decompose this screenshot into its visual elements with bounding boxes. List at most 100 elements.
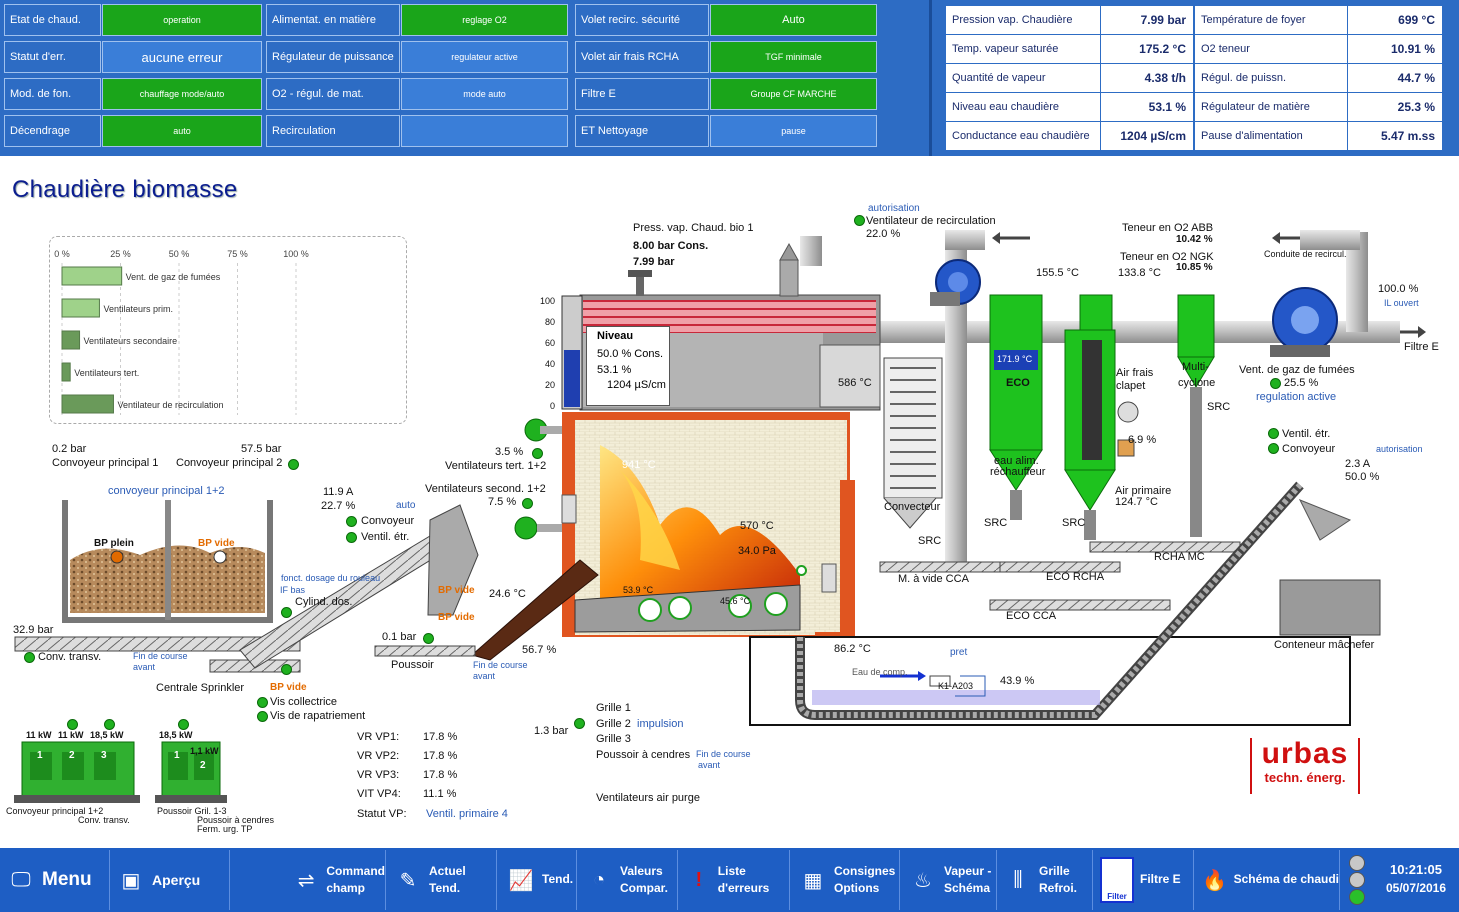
fan-chart-bar-label: Vent. de gaz de fumées [126, 272, 221, 282]
conduite-label: Conduite de recircul. [1264, 249, 1347, 259]
actual-trend-icon: ✎ [399, 869, 417, 892]
air-primaire-label: Air primaire [1115, 485, 1172, 497]
vt-pct: 3.5 % [495, 446, 524, 458]
level-scale-0: 0 [550, 401, 556, 411]
erreurs-label: Liste d'erreurs [717, 863, 770, 895]
schema-label: Schéma de chaudi [1233, 872, 1339, 887]
fan-chart-bar [61, 266, 123, 286]
conv-transv-label: Conv. transv. [38, 651, 102, 663]
eco-column [989, 294, 1043, 451]
filtre-e-button[interactable]: Filter Filtre E [1094, 850, 1194, 910]
menu-button[interactable]: 🖵 Menu [0, 850, 110, 910]
status-value-erreur[interactable]: aucune erreur [102, 41, 262, 73]
status-label-decendrage: Décendrage [4, 115, 101, 147]
kw-11-a: 11 kW [26, 730, 52, 740]
status-dot [257, 697, 268, 708]
measurement-value: 699 °C [1348, 6, 1442, 34]
status-value-regulateur[interactable]: regulateur active [401, 41, 568, 73]
motor-number: 2 [69, 750, 75, 761]
status-dot [532, 448, 543, 459]
status-dot [1268, 443, 1279, 454]
status-dot [522, 498, 533, 509]
status-value-volet-air[interactable]: TGF minimale [710, 41, 877, 73]
status-value-volet-recirc[interactable]: Auto [710, 4, 877, 36]
status-value-filtre[interactable]: Groupe CF MARCHE [710, 78, 877, 110]
pct-439: 43.9 % [1000, 675, 1035, 687]
urbas-logo: urbas techn. énerg. [1250, 738, 1360, 794]
src-eco: SRC [984, 517, 1008, 529]
status-dot [178, 719, 189, 730]
motor-legend-2c: Ferm. urg. TP [197, 824, 253, 834]
schema-chaudiere-button[interactable]: 🔥 Schéma de chaudi [1196, 850, 1340, 910]
status-value-o2[interactable]: mode auto [401, 78, 568, 110]
clapet-label: clapet [1116, 380, 1146, 392]
if-bas: IF bas [280, 585, 306, 595]
cyclone-label: cyclone [1178, 377, 1216, 389]
rcha-mc-label: RCHA MC [1154, 551, 1205, 563]
vent-gaz-value: 25.5 % [1284, 377, 1319, 389]
steam-icon: ♨ [914, 869, 932, 892]
air-frais-label: Air frais [1116, 367, 1154, 379]
measurement-table: Pression vap. Chaudière 7.99 bar Tempéra… [944, 4, 1444, 151]
niveau-box: Niveau 50.0 % Cons. 53.1 % 1204 µS/cm [586, 326, 670, 406]
fan-chart-bar-label: Ventilateur de recirculation [117, 400, 223, 410]
convecteur-label: Convecteur [884, 501, 941, 513]
temp-1338: 133.8 °C [1118, 267, 1161, 279]
apercu-button[interactable]: ▣ Aperçu [110, 850, 230, 910]
status-label-volet-recirc: Volet recirc. sécurité [575, 4, 709, 36]
multicyclone [1177, 294, 1215, 358]
logo-name: urbas [1261, 737, 1349, 770]
vapeur-label-1: Vapeur - [944, 863, 992, 878]
o2-ngk-label: Teneur en O2 NGK [1120, 251, 1214, 263]
vr-vp2-value: 17.8 % [423, 750, 458, 762]
poussoir-label: Poussoir [391, 659, 434, 671]
status-dot [1270, 378, 1281, 389]
grille-3-label: Grille 3 [596, 733, 631, 745]
bar-575: 57.5 bar [241, 443, 282, 455]
status-dot [574, 718, 585, 729]
recirc-fan-label: Ventilateur de recirculation [866, 215, 996, 227]
eco-cca-label: ECO CCA [1006, 610, 1057, 622]
status-value-recirculation[interactable] [401, 115, 568, 147]
level-scale-100: 100 [540, 296, 556, 306]
fan-chart-tick-label: 75 % [227, 249, 248, 259]
air-primaire-value: 124.7 °C [1115, 496, 1158, 508]
traffic-light-icon [1346, 854, 1368, 908]
current-23: 2.3 A [1345, 458, 1371, 470]
kw-185-b: 18,5 kW [159, 730, 193, 740]
status-value-decendrage[interactable]: auto [102, 115, 262, 147]
il-status: IL ouvert [1384, 298, 1419, 308]
measurement-label: Conductance eau chaudière [946, 122, 1100, 150]
fan-chart-tick-label: 100 % [283, 249, 309, 259]
status-dot [854, 215, 865, 226]
vr-vp1-value: 17.8 % [423, 731, 458, 743]
status-value-etat[interactable]: operation [102, 4, 262, 36]
measurement-value: 53.1 % [1101, 93, 1193, 121]
measurement-label: Régul. de puissn. [1195, 64, 1347, 92]
calculator-icon: ▦ [803, 869, 823, 892]
eau-comp-label: Eau de comp. [852, 667, 908, 677]
pct-500: 50.0 % [1345, 471, 1380, 483]
overview-icon: ▣ [121, 869, 141, 892]
liste-erreurs-button[interactable]: ! Liste d'erreurs [680, 850, 790, 910]
flame-icon: 🔥 [1202, 869, 1228, 892]
status-value-mode[interactable]: chauffage mode/auto [102, 78, 262, 110]
status-value-nettoyage[interactable]: pause [710, 115, 877, 147]
status-value-alimentat[interactable]: reglage O2 [401, 4, 568, 36]
pct-567: 56.7 % [522, 644, 557, 656]
vr-vp3-label: VR VP3: [357, 769, 400, 781]
tend-button[interactable]: 📈 Tend. [500, 850, 577, 910]
vapeur-schema-button[interactable]: ♨ Vapeur -Schéma [902, 850, 997, 910]
measurement-label: Niveau eau chaudière [946, 93, 1100, 121]
air-frais-pct: 6.9 % [1128, 434, 1157, 446]
temp-456: 45.6 °C [720, 596, 751, 606]
grille-label-2: Refroi. [1039, 881, 1078, 895]
o2-abb-label: Teneur en O2 ABB [1122, 222, 1214, 234]
status-label-o2: O2 - régul. de mat. [266, 78, 400, 110]
vent-etr-left: Ventil. étr. [361, 531, 410, 543]
